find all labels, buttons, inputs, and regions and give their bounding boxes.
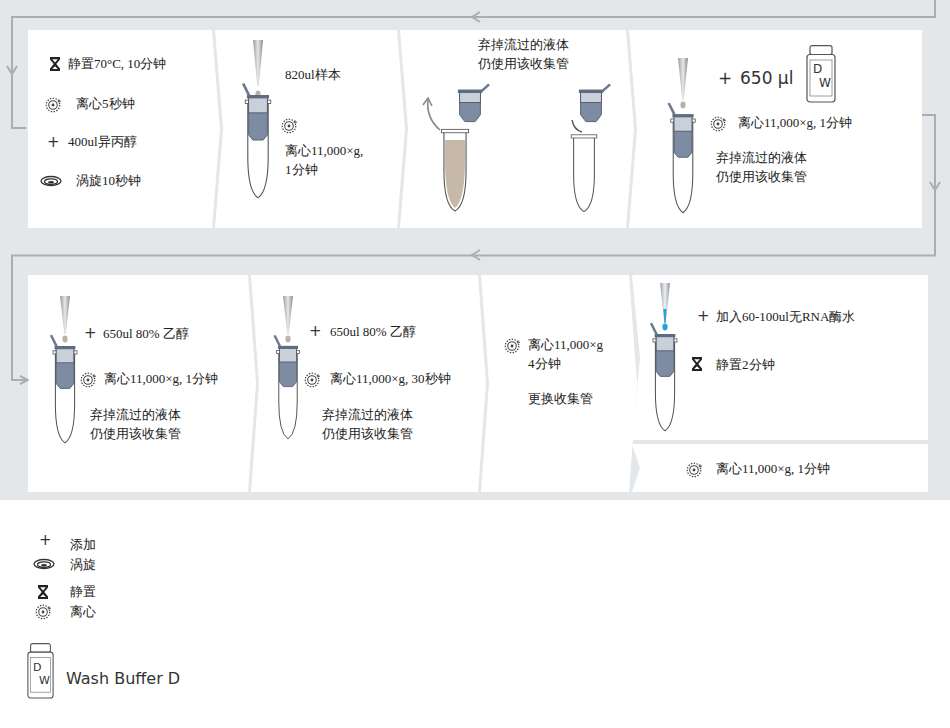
wash-buffer-bottle: [807, 46, 835, 102]
add-symbol: +: [84, 323, 97, 345]
legend-text: 添加: [70, 536, 96, 555]
legend-text: Wash Buffer D: [66, 667, 180, 690]
panel-outline: [215, 30, 405, 228]
panel-outline: [481, 275, 637, 492]
step-panel: 650 μl 离心11,000×g, 1分钟弃掉流过的液体 仍使用该收集管: [629, 30, 922, 228]
add-symbol: +: [309, 321, 322, 343]
step-panel: 弃掉流过的液体 仍使用该收集管: [400, 30, 634, 228]
legend-centrifuge-icon: [36, 605, 50, 619]
step-text: 离心11,000×g, 1分钟: [738, 114, 852, 133]
sample-drop: [285, 336, 290, 343]
step-text: 离心11,000×g, 1分钟: [104, 370, 218, 389]
step-text: 400ul异丙醇: [68, 133, 137, 152]
step-panel: 静置70°C, 10分钟离心5秒钟 400ul异丙醇涡旋10秒钟: [28, 30, 220, 228]
step-text: 650 μl: [740, 66, 793, 91]
panel-outline: [28, 275, 256, 492]
step-text: 弃掉流过的液体 仍使用该收集管: [90, 406, 181, 444]
legend-bottle-icon: [28, 644, 53, 698]
water-drop: [662, 324, 667, 331]
flow-arrowhead: [472, 12, 480, 22]
flow-through-liquid: [445, 140, 465, 208]
panel-shape: [215, 30, 405, 228]
step-text: 静置2分钟: [716, 356, 775, 375]
panel-outline: [629, 30, 922, 228]
panel-outline: [400, 30, 634, 228]
step-text: 离心11,000×g 4分钟: [528, 336, 603, 374]
legend-stand-icon: [38, 585, 48, 599]
panel-outline: [632, 444, 928, 492]
step-panel: 离心11,000×g 4分钟更换收集管: [481, 275, 637, 492]
panel-shape: [632, 275, 928, 440]
add-symbol: +: [39, 530, 52, 552]
step-text: 820ul样本: [285, 66, 341, 85]
step-panel: 650ul 80% 乙醇离心11,000×g, 30秒钟弃掉流过的液体 仍使用该…: [251, 275, 486, 492]
panel-shape: [481, 275, 637, 492]
step-text: 离心11,000×g, 1分钟: [716, 460, 830, 479]
step-panel: 650ul 80% 乙醇离心11,000×g, 1分钟弃掉流过的液体 仍使用该收…: [28, 275, 256, 492]
legend-text: 涡旋: [70, 556, 96, 575]
bottle-letter: D: [813, 61, 822, 78]
step-panel: 离心11,000×g, 1分钟: [632, 444, 928, 492]
step-text: 弃掉流过的液体 仍使用该收集管: [478, 36, 569, 74]
sample-drop: [680, 102, 685, 109]
step-text: 加入60-100ul无RNA酶水: [716, 308, 855, 327]
sample-drop: [62, 336, 67, 343]
bottle-letter: W: [39, 673, 50, 689]
step-text: 涡旋10秒钟: [76, 172, 141, 191]
step-text: 离心11,000×g, 1分钟: [285, 142, 363, 180]
step-text: 650ul 80% 乙醇: [103, 325, 189, 344]
panel-outline: [632, 275, 928, 440]
step-text: 离心11,000×g, 30秒钟: [330, 370, 451, 389]
step-text: 弃掉流过的液体 仍使用该收集管: [322, 406, 413, 444]
legend-text: 静置: [70, 583, 96, 602]
panel-outline: [251, 275, 486, 492]
legend-vortex-icon: [34, 560, 54, 569]
step-text: 650ul 80% 乙醇: [330, 323, 416, 342]
step-text: 弃掉流过的液体 仍使用该收集管: [716, 149, 807, 187]
bottle-letter: D: [33, 660, 41, 676]
step-text: 静置70°C, 10分钟: [68, 55, 166, 74]
add-symbol: +: [47, 132, 60, 154]
add-symbol: +: [697, 306, 710, 328]
bottle-letter: W: [819, 75, 831, 92]
add-symbol: +: [718, 66, 732, 91]
step-panel: 加入60-100ul无RNA酶水静置2分钟: [632, 275, 928, 440]
legend-text: 离心: [70, 603, 96, 622]
flow-arrowhead: [7, 66, 17, 74]
step-text: 离心5秒钟: [76, 95, 135, 114]
step-text: 更换收集管: [528, 390, 593, 409]
panel-outline: [28, 30, 220, 228]
step-panel: 820ul样本离心11,000×g, 1分钟: [215, 30, 405, 228]
